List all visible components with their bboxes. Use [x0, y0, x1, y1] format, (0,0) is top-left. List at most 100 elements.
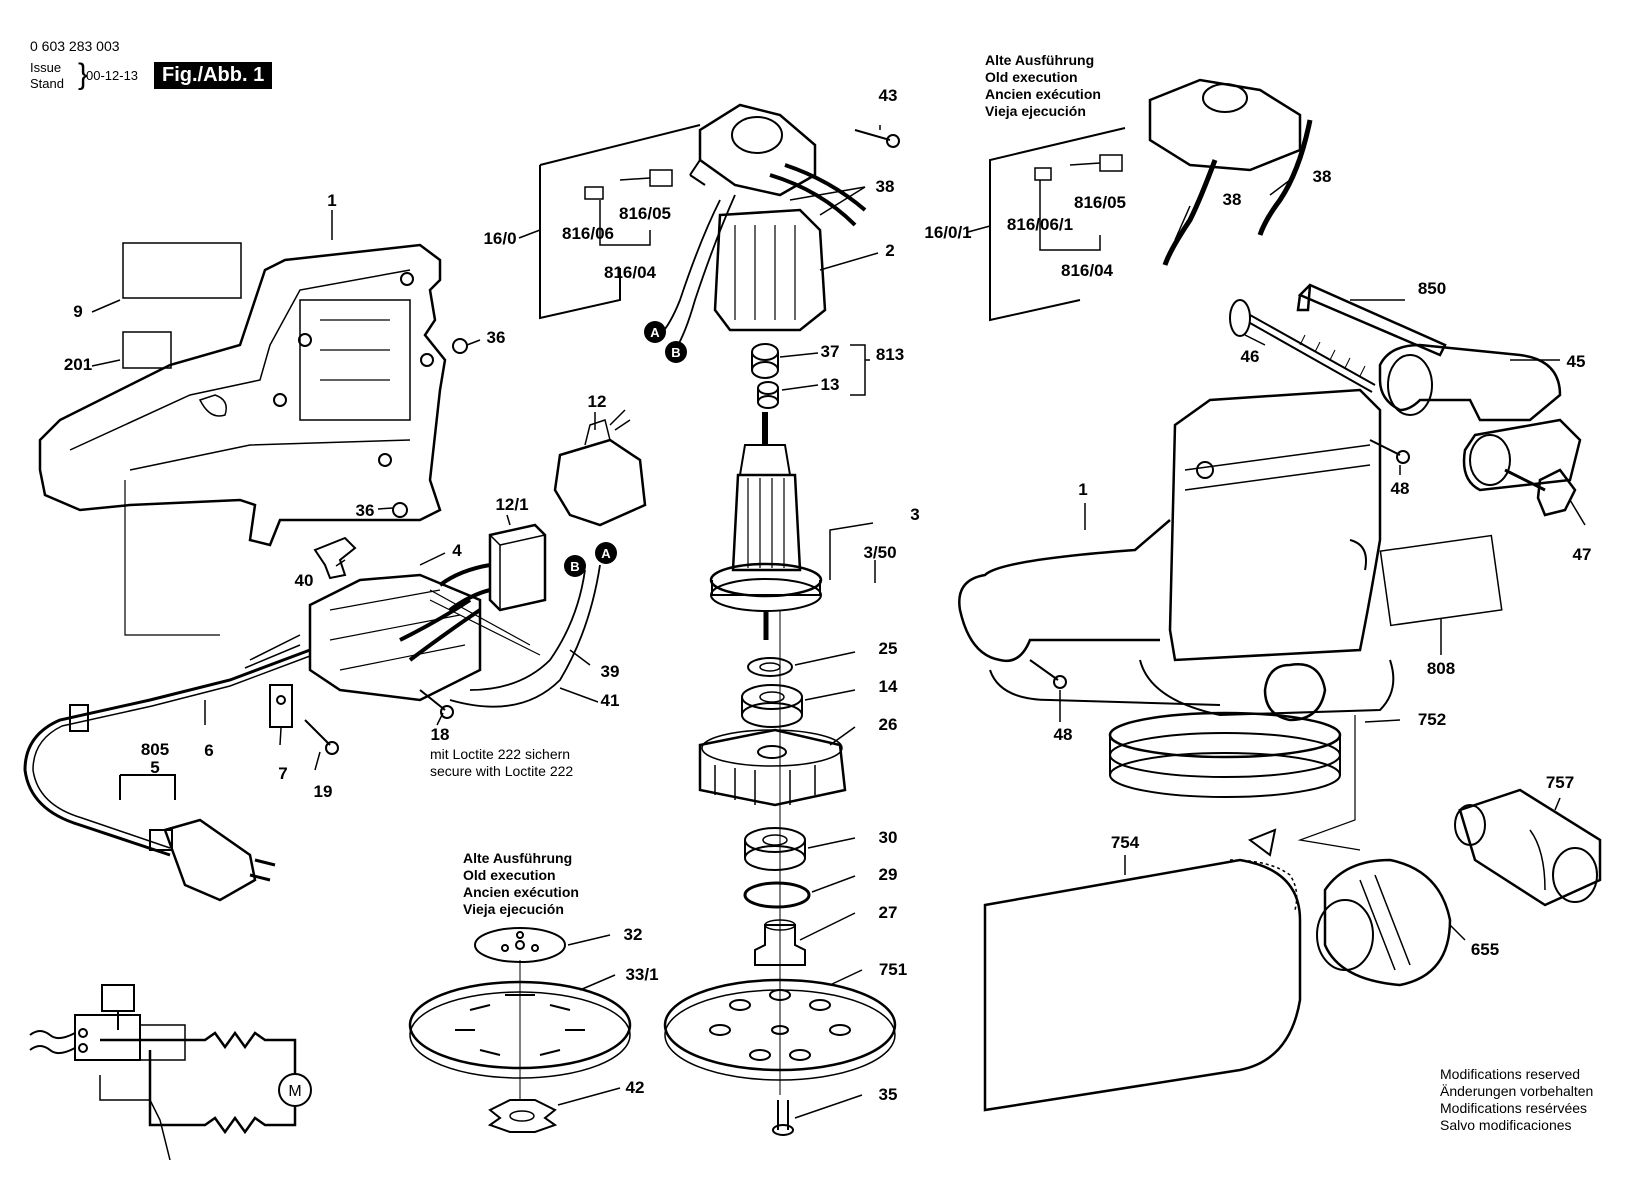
issue-date: 00-12-13 — [86, 68, 139, 83]
callout-808: 808 — [1427, 659, 1455, 678]
screw-48-top — [1369, 439, 1410, 464]
callout-757: 757 — [1546, 773, 1574, 792]
callout-4: 4 — [452, 541, 462, 560]
bracket-40 — [313, 536, 357, 580]
callout-48: 48 — [1054, 725, 1073, 744]
issue-stand-labels: Issue Stand — [30, 60, 64, 92]
cord-clamp-7 — [269, 684, 293, 728]
callout-39: 39 — [601, 662, 620, 681]
hex-key-850 — [1296, 283, 1447, 357]
marker-a-text: A — [601, 546, 611, 561]
callout-3-50: 3/50 — [863, 543, 896, 562]
callout-1: 1 — [1078, 480, 1087, 499]
note-line-de: Alte Ausführung — [985, 52, 1095, 68]
callout-36: 36 — [356, 501, 375, 520]
screw-19 — [304, 719, 339, 755]
washer-36 — [452, 338, 468, 354]
knob-47 — [1504, 468, 1577, 517]
leads-38-old — [1162, 119, 1313, 266]
mods-line-de: Änderungen vorbehalten — [1440, 1083, 1594, 1099]
callout-13: 13 — [821, 375, 840, 394]
hose-adapter-757 — [1454, 788, 1602, 907]
label-plate-201 — [122, 331, 172, 369]
screw-18 — [419, 689, 454, 719]
fan-26 — [698, 728, 847, 807]
loctite-line-de: mit Loctite 222 sichern — [430, 746, 571, 762]
document-number: 0 603 283 003 — [30, 38, 120, 54]
stand-label: Stand — [30, 76, 64, 91]
assembly-guide-line — [1297, 715, 1361, 851]
brush-assembly-16-0 — [539, 124, 701, 320]
callout-16-0: 16/0 — [483, 229, 516, 248]
note-line-fr: Ancien exécution — [463, 884, 579, 900]
note-line-es: Vieja ejecución — [985, 103, 1086, 119]
issue-label: Issue — [30, 60, 62, 75]
bearing-13 — [757, 381, 779, 409]
brush-assembly-16-0-1 — [989, 127, 1126, 322]
callout-6: 6 — [204, 741, 213, 760]
callout-816-04: 816/04 — [604, 263, 657, 282]
callout-751: 751 — [879, 960, 907, 979]
callout-38: 38 — [876, 177, 895, 196]
marker-a-left: A — [644, 321, 666, 343]
callout-25: 25 — [879, 639, 898, 658]
old-execution-note-top: Alte Ausführung Old execution Ancien exé… — [985, 52, 1101, 120]
screw-35 — [772, 1100, 794, 1136]
callout-38: 38 — [1313, 167, 1332, 186]
callout-18: 18 — [431, 725, 450, 744]
marker-a-right: A — [595, 542, 617, 564]
bearing-37 — [751, 343, 779, 379]
callout-29: 29 — [879, 865, 898, 884]
callout-2: 2 — [885, 241, 894, 260]
note-line-en: Old execution — [985, 69, 1078, 85]
callout-754: 754 — [1111, 833, 1140, 852]
mods-line-fr: Modifications resérvées — [1440, 1100, 1588, 1116]
callout-43: 43 — [879, 86, 898, 105]
callout-752: 752 — [1418, 710, 1446, 729]
callout-27: 27 — [879, 903, 898, 922]
adapter-655 — [1316, 858, 1452, 987]
note-line-de: Alte Ausführung — [463, 850, 573, 866]
callout-14: 14 — [879, 677, 898, 696]
auxiliary-handle-45 — [1378, 343, 1582, 492]
modifications-note: Modifications reserved Änderungen vorbeh… — [1440, 1066, 1593, 1134]
power-cord — [23, 480, 311, 857]
suppressor-capacitor-12-1 — [438, 523, 547, 612]
callout-41: 41 — [601, 691, 620, 710]
dust-bag-754 — [983, 828, 1302, 1112]
note-line-en: Old execution — [463, 867, 556, 883]
marker-b-right: B — [564, 555, 586, 577]
hub-disc-32 — [474, 927, 566, 963]
callout-46: 46 — [1241, 347, 1260, 366]
screw-43 — [854, 129, 900, 148]
armature-3 — [709, 412, 823, 640]
callout-201: 201 — [64, 355, 92, 374]
mains-plug — [119, 774, 276, 902]
bearing-30 — [744, 827, 806, 871]
callout-816-04: 816/04 — [1061, 261, 1114, 280]
marker-a-text: A — [650, 325, 660, 340]
note-line-es: Vieja ejecución — [463, 901, 564, 917]
callout-26: 26 — [879, 715, 898, 734]
assembled-sander — [958, 388, 1395, 798]
housing-half — [38, 243, 447, 547]
callout-40: 40 — [295, 571, 314, 590]
callout-42: 42 — [626, 1078, 645, 1097]
old-execution-note-bottom: Alte Ausführung Old execution Ancien exé… — [463, 850, 579, 918]
callout-38: 38 — [1223, 190, 1242, 209]
callout-850: 850 — [1418, 279, 1446, 298]
callout-45: 45 — [1567, 352, 1586, 371]
motor-symbol-label: M — [288, 1083, 301, 1100]
callout-7: 7 — [278, 764, 287, 783]
leader-lines — [91, 125, 1586, 1119]
callout-816-06: 816/06 — [562, 224, 614, 243]
callout-816-05: 816/05 — [1074, 193, 1126, 212]
leads-39-41 — [429, 564, 601, 708]
brush-holder-old — [1148, 78, 1302, 172]
washer-25 — [747, 657, 793, 677]
callout-36: 36 — [487, 328, 506, 347]
marker-b-text: B — [671, 345, 680, 360]
mods-line-en: Modifications reserved — [1440, 1066, 1581, 1082]
callout-816-05: 816/05 — [619, 204, 671, 223]
threaded-rod-46 — [1229, 299, 1376, 393]
